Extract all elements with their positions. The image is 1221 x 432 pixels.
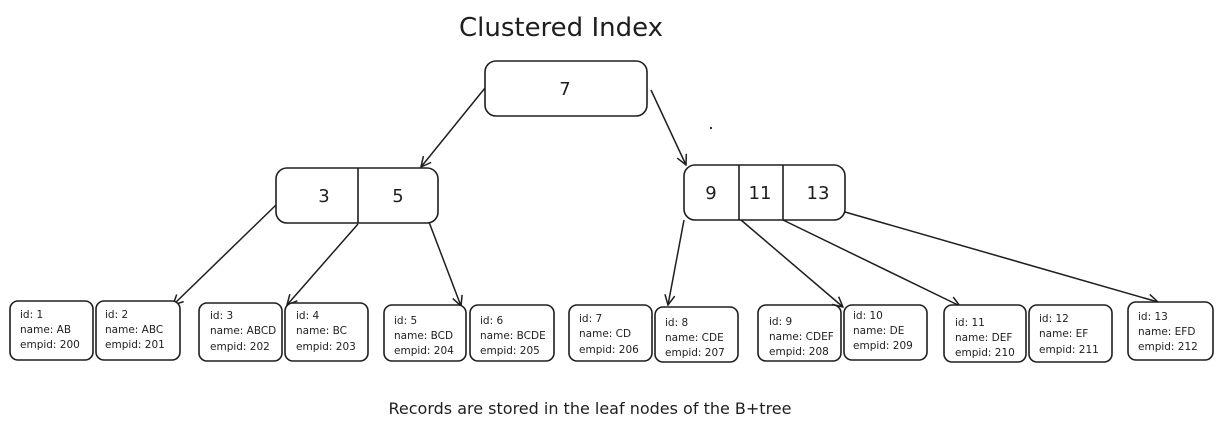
leaf-name: name: BCD (394, 330, 453, 342)
leaf-empid: empid: 207 (665, 347, 725, 359)
leaf-node: id: 10 name: DE empid: 209 (843, 304, 928, 361)
leaf-empid: empid: 208 (769, 346, 829, 358)
leaf-id: id: 4 (296, 310, 319, 322)
leaf-node: id: 3 name: ABCD empid: 202 (198, 302, 283, 362)
edge-root-to-left (421, 87, 486, 167)
leaf-id: id: 7 (579, 313, 602, 325)
leaf-id: id: 9 (769, 316, 792, 328)
leaf-name: name: DE (853, 325, 904, 337)
leaf-empid: empid: 202 (210, 341, 270, 353)
edge-right-to-leaf-13 (844, 211, 1158, 302)
leaf-empid: empid: 203 (296, 341, 356, 353)
leaf-name: name: BC (296, 325, 347, 337)
leaf-node: id: 1 name: AB empid: 200 (9, 300, 94, 361)
root-node: 7 (484, 60, 648, 117)
internal-node-right: 9 11 13 (683, 164, 846, 221)
root-key: 7 (559, 79, 570, 100)
internal-key: 13 (807, 183, 830, 204)
leaf-name: name: ABC (105, 324, 163, 336)
internal-node-left: 3 5 (275, 167, 439, 224)
internal-key: 9 (705, 183, 716, 204)
leaf-id: id: 5 (394, 315, 417, 327)
leaf-name: name: CDEF (769, 331, 834, 343)
edge-right-to-leaf-10 (740, 219, 843, 307)
leaf-empid: empid: 204 (394, 345, 454, 357)
leaf-name: name: EF (1039, 328, 1088, 340)
leaf-node: id: 6 name: BCDE empid: 205 (469, 304, 555, 362)
leaf-node: id: 7 name: CD empid: 206 (568, 304, 653, 362)
leaf-node: id: 12 name: EF empid: 211 (1028, 304, 1113, 363)
tree-edges (173, 87, 1158, 307)
leaf-name: name: CDE (665, 332, 724, 344)
edge-left-to-leaf-1 (173, 204, 277, 305)
leaf-nodes: id: 1 name: AB empid: 200 id: 2 name: AB… (9, 300, 1214, 363)
edge-left-to-leaf-3 (287, 223, 359, 305)
leaf-node: id: 9 name: CDEF empid: 208 (757, 304, 842, 362)
leaf-empid: empid: 209 (853, 340, 913, 352)
leaf-empid: empid: 211 (1039, 344, 1099, 356)
leaf-id: id: 8 (665, 317, 688, 329)
internal-key: 11 (749, 183, 772, 204)
leaf-node: id: 2 name: ABC empid: 201 (95, 300, 181, 361)
edge-right-to-leaf-8 (668, 219, 685, 305)
diagram-title: Clustered Index (459, 13, 663, 43)
leaf-id: id: 11 (955, 317, 985, 329)
leaf-empid: empid: 206 (579, 344, 639, 356)
leaf-id: id: 3 (210, 310, 233, 322)
internal-key: 5 (392, 186, 403, 207)
edge-root-to-right (650, 89, 686, 165)
leaf-node: id: 11 name: DEF empid: 210 (943, 304, 1027, 363)
internal-key: 3 (318, 186, 329, 207)
leaf-node: id: 4 name: BC empid: 203 (284, 302, 369, 362)
leaf-name: name: AB (20, 324, 71, 336)
diagram-caption: Records are stored in the leaf nodes of … (389, 399, 792, 418)
leaf-name: name: EFD (1138, 326, 1195, 338)
leaf-id: id: 12 (1039, 313, 1069, 325)
leaf-empid: empid: 201 (105, 339, 165, 351)
stray-dot (709, 126, 713, 130)
leaf-name: name: DEF (955, 332, 1012, 344)
leaf-id: id: 2 (105, 309, 128, 321)
leaf-empid: empid: 205 (480, 345, 540, 357)
leaf-name: name: CD (579, 328, 631, 340)
leaf-id: id: 10 (853, 310, 883, 322)
leaf-id: id: 1 (20, 309, 43, 321)
leaf-node: id: 5 name: BCD empid: 204 (383, 304, 467, 362)
edge-left-to-leaf-5 (428, 221, 461, 306)
leaf-node: id: 8 name: CDE empid: 207 (654, 306, 739, 363)
leaf-name: name: BCDE (480, 330, 546, 342)
leaf-name: name: ABCD (210, 325, 276, 337)
leaf-id: id: 13 (1138, 311, 1168, 323)
leaf-empid: empid: 210 (955, 347, 1015, 359)
leaf-id: id: 6 (480, 315, 503, 327)
leaf-node: id: 13 name: EFD empid: 212 (1127, 301, 1214, 361)
leaf-empid: empid: 212 (1138, 341, 1198, 353)
leaf-empid: empid: 200 (20, 339, 80, 351)
edge-right-to-leaf-11 (782, 219, 960, 306)
